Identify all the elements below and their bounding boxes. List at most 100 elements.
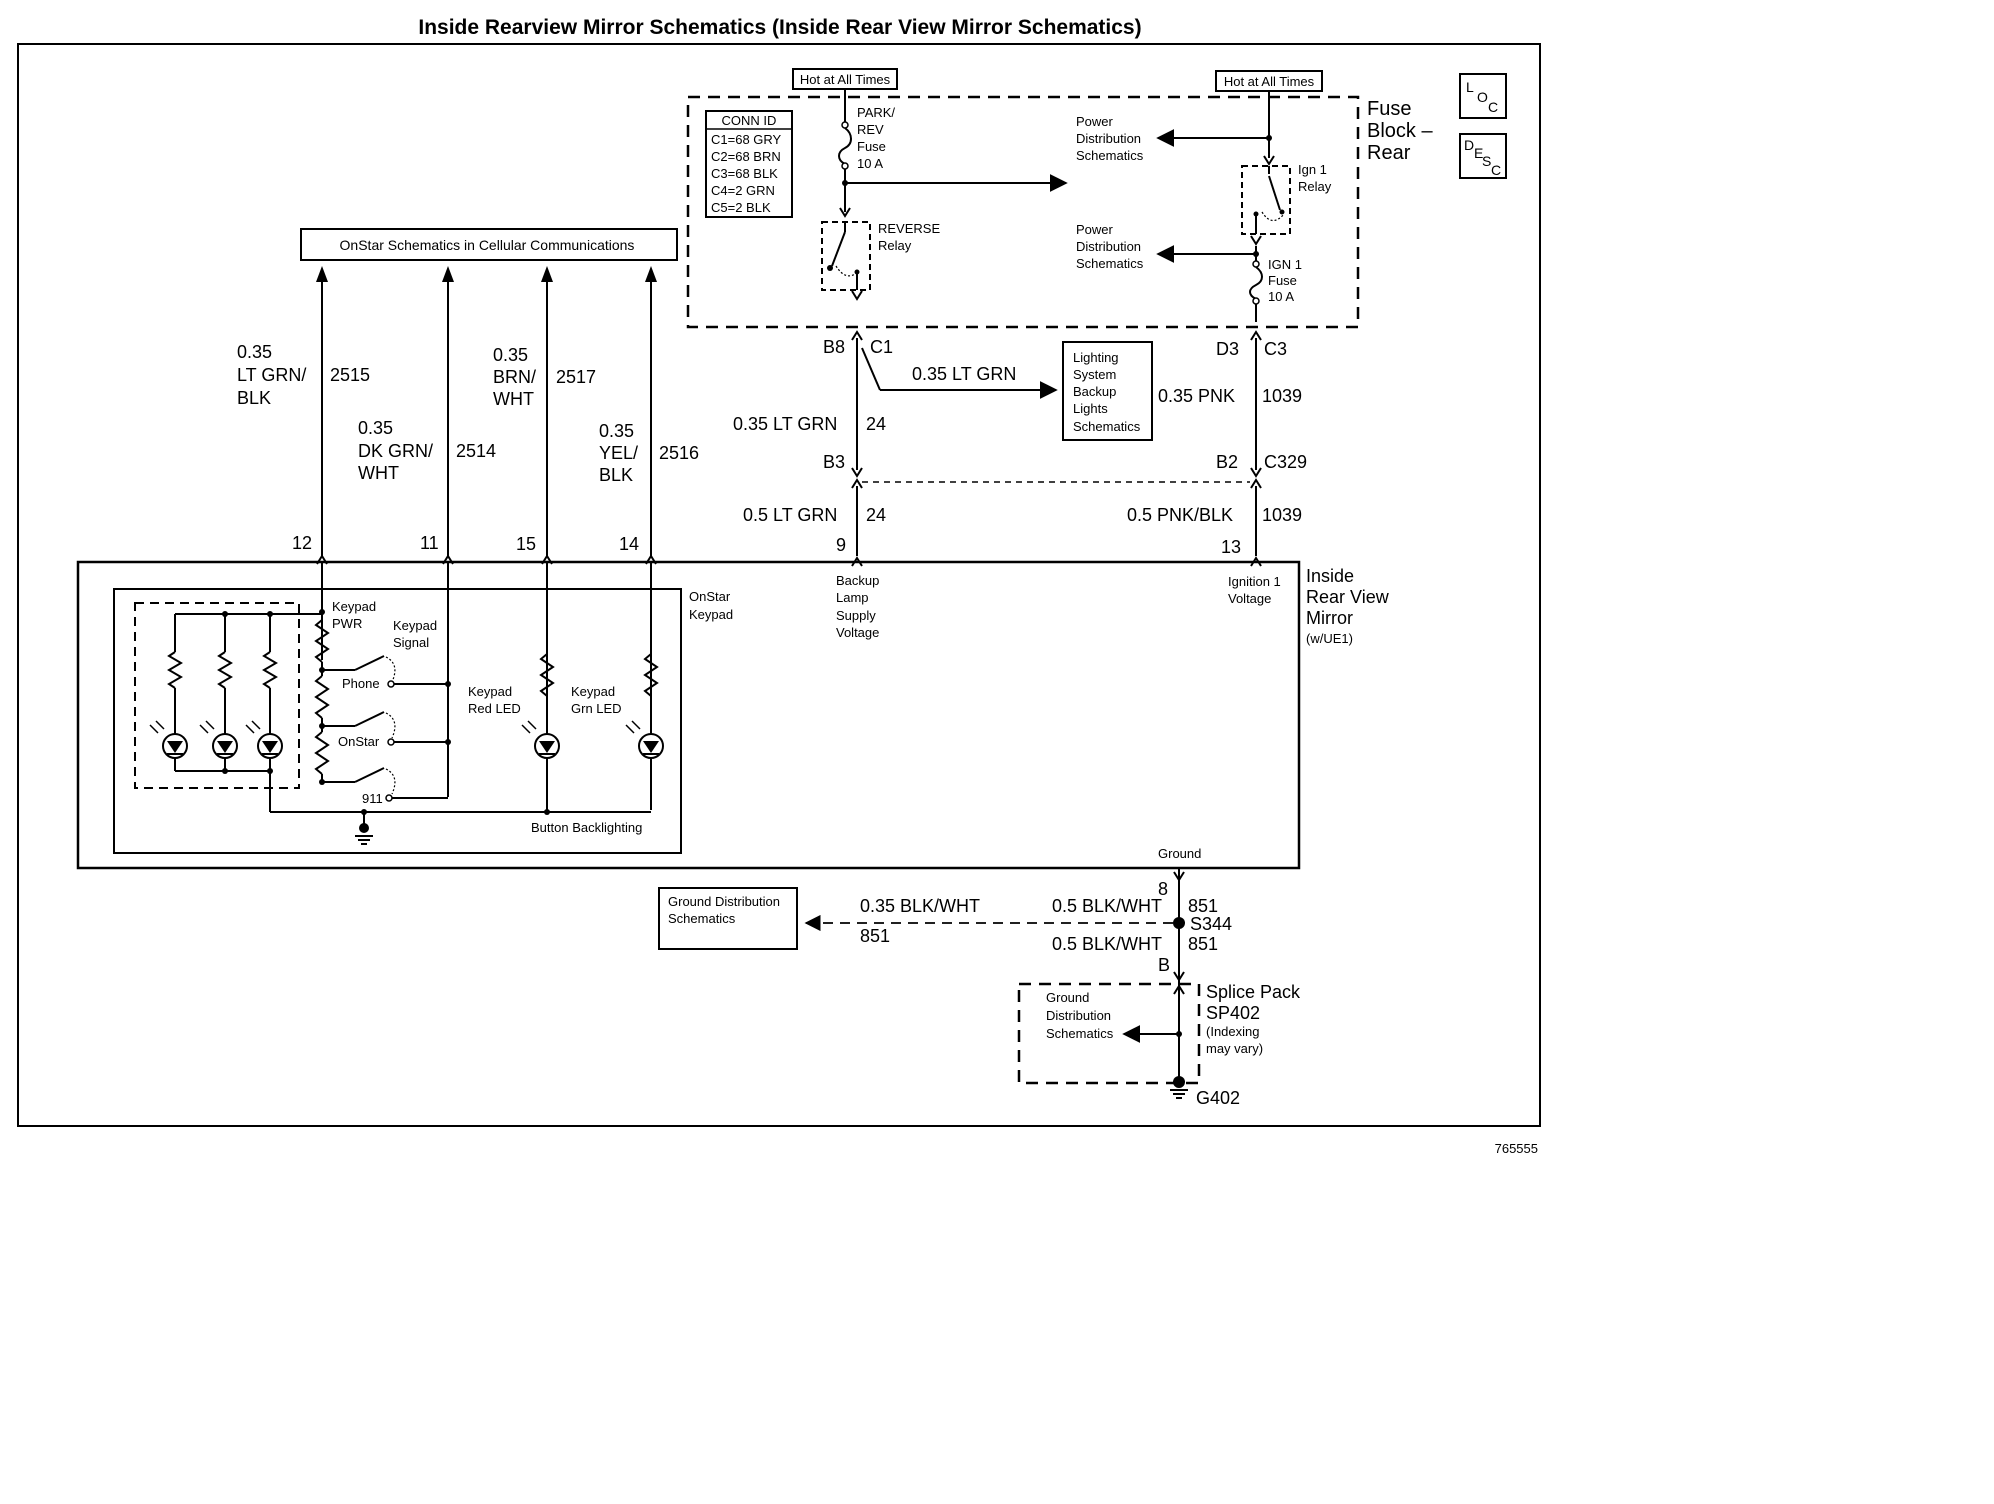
ground-distribution-box[interactable]: Ground Distribution Schematics [658,887,798,950]
svg-text:Keypad: Keypad [332,599,376,614]
wire-label-pnk: 0.35 PNK [1158,386,1235,406]
pin-9: 9 [836,535,846,555]
figure-id: 765555 [1495,1141,1538,1156]
backlight-led-2-icon [199,720,238,759]
backlight-led-strings [167,611,322,812]
svg-text:C5=2 BLK: C5=2 BLK [711,200,771,215]
onstar-wire-2514: 0.35 DK GRN/ WHT 2514 11 [358,266,496,565]
fuse-block-frame [686,95,1360,329]
svg-text:Keypad: Keypad [393,618,437,633]
911-switch: 911 [322,767,448,806]
svg-text:0.35: 0.35 [358,418,393,438]
svg-text:S: S [1482,153,1491,169]
circuit-851b: 851 [1188,934,1218,954]
svg-text:System: System [1073,367,1116,382]
ign1-fuse: IGN 1 Fuse 10 A [1249,257,1302,322]
power-distribution-top: Power Distribution Schematics [1076,114,1144,163]
onstar-schematics-box[interactable]: OnStar Schematics in Cellular Communicat… [300,228,678,261]
svg-text:Schematics: Schematics [1046,1026,1114,1041]
svg-text:Lights: Lights [1073,401,1108,416]
button-backlighting-bus: Button Backlighting [270,809,651,835]
park-rev-fuse: PARK/ REV Fuse 10 A [838,89,895,212]
wire-label-lt-grn-05: 0.5 LT GRN [743,505,837,525]
conn-id-table: CONN ID C1=68 GRY C2=68 BRN C3=68 BLK C4… [705,110,793,218]
loc-icon[interactable]: L O C [1459,73,1507,119]
svg-text:Block –: Block – [1367,120,1433,142]
svg-text:G402: G402 [1196,1088,1240,1108]
svg-text:BLK: BLK [599,465,633,485]
wire-label-blk-wht-05b: 0.5 BLK/WHT [1052,934,1162,954]
keypad-grn-led: Keypad Grn LED [571,653,664,759]
svg-text:Inside: Inside [1306,566,1354,586]
ignition-voltage-label: Ignition 1 Voltage [1228,574,1281,606]
svg-text:Keypad: Keypad [571,684,615,699]
svg-text:C3=68 BLK: C3=68 BLK [711,166,778,181]
svg-text:L: L [1466,79,1474,95]
svg-text:OnStar: OnStar [338,734,380,749]
onstar-keypad-frame [113,588,682,854]
svg-text:11: 11 [420,533,439,553]
ground-g402-icon: G402 [1170,1076,1240,1108]
svg-text:12: 12 [292,533,312,553]
svg-text:Voltage: Voltage [836,625,879,640]
svg-text:Lighting: Lighting [1073,350,1119,365]
svg-text:CONN ID: CONN ID [722,113,777,128]
svg-text:WHT: WHT [358,463,399,483]
circuit-24a: 24 [866,414,886,434]
backlight-led-1-icon [149,720,188,759]
svg-text:Keypad: Keypad [468,684,512,699]
pin-8: 8 [1158,879,1168,899]
svg-text:0.35: 0.35 [237,342,272,362]
svg-text:C: C [1488,99,1498,115]
circuit-851a: 851 [1188,896,1218,916]
svg-text:O: O [1477,89,1488,105]
backup-lamp-label: Backup Lamp Supply Voltage [836,573,879,640]
svg-text:Red LED: Red LED [468,701,521,716]
svg-text:BLK: BLK [237,388,271,408]
wire-label-lt-grn-035: 0.35 LT GRN [733,414,837,434]
svg-text:Backup: Backup [836,573,879,588]
svg-text:IGN 1: IGN 1 [1268,257,1302,272]
backlight-led-3-icon [245,720,283,759]
svg-text:OnStar: OnStar [689,589,731,604]
svg-text:2515: 2515 [330,365,370,385]
wire-label-blk-wht-035: 0.35 BLK/WHT [860,896,980,916]
splice-pack-frame [1017,982,1201,1085]
svg-text:Ground Distribution: Ground Distribution [668,894,780,909]
onstar-switch: OnStar [322,711,448,749]
svg-text:Splice Pack: Splice Pack [1206,982,1301,1002]
connector-c1: B8 C1 [823,331,893,357]
hot-at-all-times-left: Hot at All Times [792,68,898,90]
svg-text:Fuse: Fuse [857,139,886,154]
svg-text:Keypad: Keypad [689,607,733,622]
ground-distribution-inner: Ground Distribution Schematics [1046,990,1114,1041]
svg-text:C3: C3 [1264,339,1287,359]
svg-text:Fuse: Fuse [1367,98,1411,120]
pin-b: B [1158,955,1170,975]
circuit-24b: 24 [866,505,886,525]
circuit-851c: 851 [860,926,890,946]
svg-text:Voltage: Voltage [1228,591,1271,606]
svg-text:(w/UE1): (w/UE1) [1306,631,1353,646]
svg-text:D: D [1464,137,1474,153]
outer-frame [17,43,1541,1127]
page-title: Inside Rearview Mirror Schematics (Insid… [418,16,1141,39]
desc-icon[interactable]: D E S C [1459,133,1507,179]
pin-13: 13 [1221,537,1241,557]
svg-text:Mirror: Mirror [1306,608,1353,628]
svg-text:Distribution: Distribution [1046,1008,1111,1023]
svg-text:0.35: 0.35 [493,345,528,365]
svg-text:Backup: Backup [1073,384,1116,399]
power-distribution-mid: Power Distribution Schematics [1076,222,1144,271]
svg-text:LT GRN/: LT GRN/ [237,365,306,385]
svg-text:10 A: 10 A [857,156,883,171]
lighting-schematics-box[interactable]: Lighting System Backup Lights Schematics [1062,341,1153,441]
keypad-red-led: Keypad Red LED [468,653,560,759]
circuit-1039b: 1039 [1262,505,1302,525]
hot-at-all-times-right: Hot at All Times [1215,70,1323,92]
svg-text:Ign 1: Ign 1 [1298,162,1327,177]
onstar-wire-2517: 0.35 BRN/ WHT 2517 15 [493,266,596,565]
svg-text:Rear: Rear [1367,142,1411,164]
onstar-wire-2515: 0.35 LT GRN/ BLK 2515 12 [237,266,370,565]
onstar-wire-2516: 0.35 YEL/ BLK 2516 14 [599,266,699,565]
